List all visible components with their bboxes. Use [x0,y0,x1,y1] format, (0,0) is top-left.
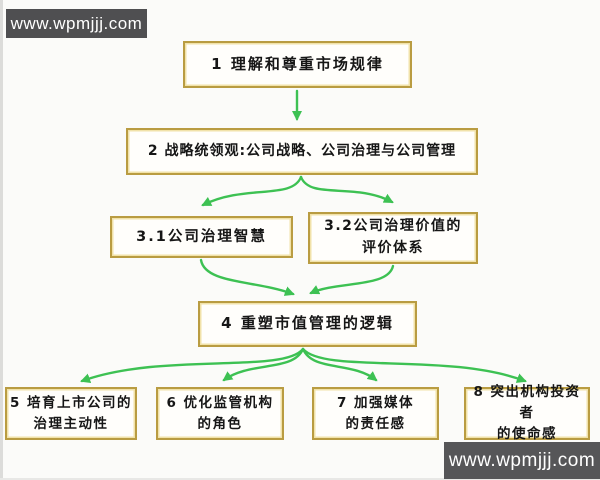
node-3-2-evaluation-system: 3.2公司治理价值的 评价体系 [308,212,478,264]
node-7-label-line1: 7 加强媒体 [336,394,415,411]
node-7-media-responsibility: 7 加强媒体 的责任感 [312,387,439,440]
node-2-label: 2 战略统领观:公司战略、公司治理与公司管理 [147,142,457,159]
node-3-1-governance-wisdom: 3.1公司治理智慧 [110,216,293,258]
arrow-4-to-5 [80,347,305,383]
node-1-label: 1 理解和尊重市场规律 [211,54,384,73]
arrow-4-to-6 [222,347,305,382]
arrow-4-to-7 [301,347,378,382]
node-3-1-label: 3.1公司治理智慧 [136,228,267,245]
node-8-institutional-investor-mission: 8 突出机构投资者 的使命感 [464,384,590,442]
arrow-3.2-to-4 [309,264,395,295]
node-3-2-label-line2: 评价体系 [362,240,424,256]
node-5-label-line2: 治理主动性 [33,415,109,432]
node-3-2-label-line1: 3.2公司治理价值的 [324,218,462,235]
node-5-label-line1: 5 培育上市公司的 [9,394,133,411]
left-edge-shading [0,0,3,480]
node-6-label-line1: 6 优化监管机构 [166,394,274,411]
watermark-top-left: www.wpmjjj.com [6,9,147,38]
node-1-market-rules: 1 理解和尊重市场规律 [183,41,412,88]
node-5-listed-company-initiative: 5 培育上市公司的 治理主动性 [5,387,137,440]
node-6-regulator-role: 6 优化监管机构 的角色 [156,387,284,440]
node-2-strategic-view: 2 战略统领观:公司战略、公司治理与公司管理 [126,128,478,175]
node-8-label-line1: 8 突出机构投资者 [473,384,581,422]
node-4-label: 4 重塑市值管理的逻辑 [221,314,394,333]
watermark-bottom-right-text: www.wpmjjj.com [448,449,596,471]
watermark-bottom-right: www.wpmjjj.com [444,442,600,479]
node-7-label-line2: 的责任感 [345,415,406,432]
arrow-4-to-8 [301,347,527,383]
arrow-2-to-3.1 [201,175,303,207]
node-4-market-value-logic: 4 重塑市值管理的逻辑 [198,301,417,347]
arrow-3.1-to-4 [199,258,295,296]
bottom-edge-shading [0,478,600,480]
node-8-label-line2: 的使命感 [497,425,557,442]
arrow-2-to-3.2 [299,175,394,204]
node-6-label-line2: 的角色 [197,415,243,432]
watermark-top-left-text: www.wpmjjj.com [10,13,143,33]
